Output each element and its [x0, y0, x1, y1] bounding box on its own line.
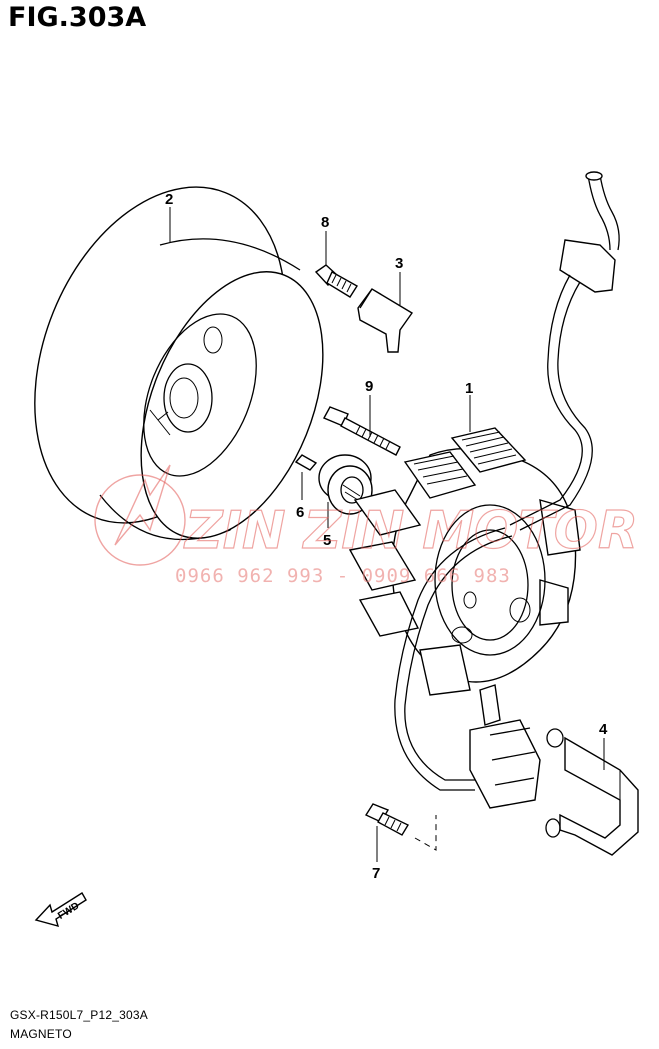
- wire-harness: [394, 171, 620, 791]
- bolt-8: [314, 264, 358, 298]
- callout-3: 3: [395, 255, 403, 272]
- watermark-phone: 0966 962 993 - 0909 666 983: [175, 565, 511, 587]
- screw-7: [364, 803, 437, 851]
- figure-code: GSX-R150L7_P12_303A: [10, 1008, 148, 1022]
- bolt-9: [323, 406, 401, 456]
- callout-9: 9: [365, 378, 373, 395]
- stator-assembly: [348, 427, 581, 809]
- fwd-arrow: FWD: [34, 892, 87, 928]
- watermark-brand: ZIN ZIN MOTOR: [183, 501, 638, 561]
- callout-7: 7: [372, 865, 380, 882]
- callout-4: 4: [599, 721, 608, 738]
- watermark-logo-icon: [94, 474, 186, 566]
- figure-caption: MAGNETO: [10, 1027, 72, 1041]
- callout-2: 2: [165, 191, 173, 208]
- figure-title: FIG.303A: [8, 2, 147, 33]
- callout-5: 5: [323, 532, 331, 549]
- callout-1: 1: [465, 380, 473, 397]
- bracket-4: [545, 736, 639, 856]
- callout-6: 6: [296, 504, 304, 521]
- rotor-flywheel: [34, 186, 324, 541]
- clamp-3: [357, 288, 414, 353]
- watermark: ZIN ZIN MOTOR 0966 962 993 - 0909 666 98…: [94, 464, 639, 587]
- callout-8: 8: [321, 214, 329, 231]
- leader-lines: [169, 207, 605, 862]
- key-6: [294, 454, 318, 471]
